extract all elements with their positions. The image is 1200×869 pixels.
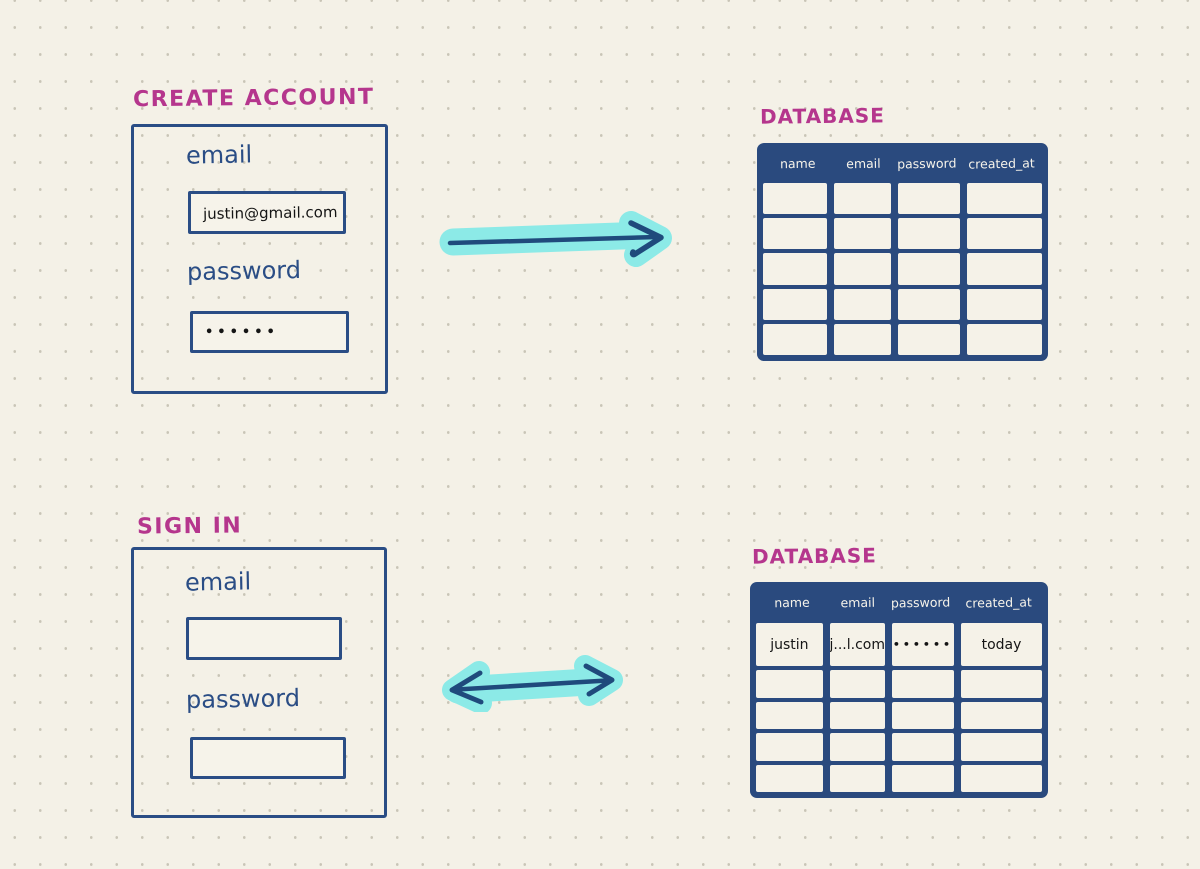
table-cell bbox=[967, 183, 1042, 215]
table-cell bbox=[897, 183, 960, 215]
column-header: password bbox=[897, 154, 957, 172]
table-cell bbox=[891, 764, 955, 792]
table-cell bbox=[961, 670, 1042, 698]
table-cell-password: •••••• bbox=[891, 623, 955, 667]
table-cell bbox=[763, 183, 828, 215]
signin-database-double-arrow-icon bbox=[442, 655, 623, 712]
sign-in-form: email password bbox=[131, 547, 387, 818]
table-cell bbox=[891, 670, 955, 698]
signin-email-label: email bbox=[184, 567, 252, 597]
database-top-table: name email password created_at bbox=[757, 143, 1048, 361]
table-cell-name: justin bbox=[756, 623, 823, 667]
table-cell-created-at: today bbox=[961, 623, 1042, 667]
signin-email-input bbox=[186, 617, 342, 660]
database-bottom-body: justin j...l.com •••••• today bbox=[756, 623, 1042, 792]
column-header: email bbox=[845, 155, 881, 171]
table-cell bbox=[763, 288, 828, 320]
database-bottom-table: name email password created_at justin j.… bbox=[750, 582, 1048, 798]
sign-in-title: SIGN IN bbox=[136, 513, 243, 540]
table-cell bbox=[961, 733, 1042, 761]
table-cell bbox=[829, 701, 885, 730]
table-cell bbox=[967, 253, 1042, 285]
create-account-title: CREATE ACCOUNT bbox=[132, 84, 375, 113]
table-cell bbox=[967, 288, 1042, 320]
table-cell bbox=[891, 701, 955, 730]
column-header: created_at bbox=[964, 594, 1032, 611]
table-cell bbox=[763, 253, 828, 285]
create-password-value: •••••• bbox=[205, 324, 279, 340]
signin-password-label: password bbox=[185, 684, 301, 714]
table-cell bbox=[967, 218, 1042, 250]
database-bottom-header-row: name email password created_at bbox=[756, 582, 1042, 623]
table-cell bbox=[961, 764, 1042, 792]
table-cell bbox=[834, 253, 891, 285]
table-cell bbox=[829, 733, 885, 761]
table-cell bbox=[897, 323, 960, 355]
database-top-body bbox=[763, 183, 1042, 355]
table-cell bbox=[891, 733, 955, 761]
table-cell bbox=[763, 323, 828, 355]
create-password-label: password bbox=[186, 256, 302, 286]
table-cell bbox=[967, 323, 1042, 355]
table-cell bbox=[756, 670, 823, 698]
table-cell bbox=[897, 218, 960, 250]
table-cell bbox=[834, 183, 891, 215]
create-account-form: email justin@gmail.com password •••••• bbox=[131, 124, 388, 394]
database-top-header-row: name email password created_at bbox=[763, 143, 1042, 183]
table-cell bbox=[763, 218, 828, 250]
create-password-input: •••••• bbox=[190, 311, 349, 353]
table-cell bbox=[897, 253, 960, 285]
column-header: name bbox=[774, 594, 810, 611]
table-cell bbox=[834, 323, 891, 355]
table-cell bbox=[897, 288, 960, 320]
table-cell-email: j...l.com bbox=[829, 623, 885, 667]
table-cell bbox=[756, 733, 823, 761]
create-email-input: justin@gmail.com bbox=[188, 191, 346, 234]
database-bottom-title: DATABASE bbox=[751, 543, 878, 569]
table-cell bbox=[756, 764, 823, 792]
table-cell bbox=[756, 701, 823, 730]
table-cell bbox=[829, 764, 885, 792]
database-top-title: DATABASE bbox=[759, 103, 886, 129]
signin-password-input bbox=[190, 737, 346, 779]
column-header: name bbox=[779, 155, 816, 171]
column-header: created_at bbox=[968, 154, 1035, 172]
table-cell bbox=[834, 218, 891, 250]
create-email-value: justin@gmail.com bbox=[202, 202, 338, 223]
create-email-label: email bbox=[185, 140, 253, 170]
table-cell bbox=[829, 670, 885, 698]
table-cell bbox=[961, 701, 1042, 730]
column-header: email bbox=[840, 594, 876, 611]
create-to-database-arrow-icon bbox=[439, 211, 672, 267]
table-cell bbox=[834, 288, 891, 320]
column-header: password bbox=[891, 594, 951, 611]
